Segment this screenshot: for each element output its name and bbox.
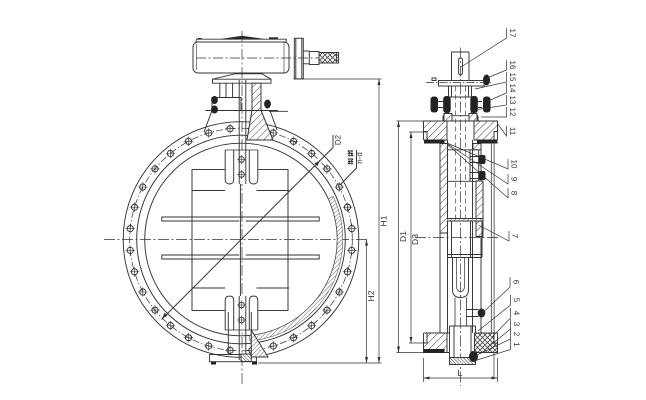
svg-text:11: 11 xyxy=(508,127,517,136)
svg-text:9: 9 xyxy=(510,177,519,182)
svg-text:L: L xyxy=(457,368,462,378)
svg-text:H2: H2 xyxy=(366,290,376,301)
svg-text:D1: D1 xyxy=(398,231,408,242)
svg-text:12: 12 xyxy=(508,108,517,117)
svg-text:1: 1 xyxy=(512,342,521,347)
svg-text:13: 13 xyxy=(508,96,517,105)
svg-text:H1: H1 xyxy=(379,215,389,226)
svg-text:2: 2 xyxy=(512,332,521,337)
svg-text:5: 5 xyxy=(512,298,521,303)
svg-text:15: 15 xyxy=(508,73,517,82)
svg-text:n-d: n-d xyxy=(355,152,364,164)
svg-text:6: 6 xyxy=(512,280,521,285)
svg-text:16: 16 xyxy=(508,61,517,70)
svg-text:14: 14 xyxy=(508,84,517,93)
svg-text:4: 4 xyxy=(512,311,521,316)
svg-text:D2: D2 xyxy=(334,134,343,145)
svg-text:17: 17 xyxy=(508,29,517,38)
svg-text:8: 8 xyxy=(510,191,519,196)
svg-text:D3: D3 xyxy=(410,234,420,245)
svg-text:7: 7 xyxy=(511,234,520,239)
svg-text:10: 10 xyxy=(510,160,519,169)
svg-text:3: 3 xyxy=(512,322,521,327)
